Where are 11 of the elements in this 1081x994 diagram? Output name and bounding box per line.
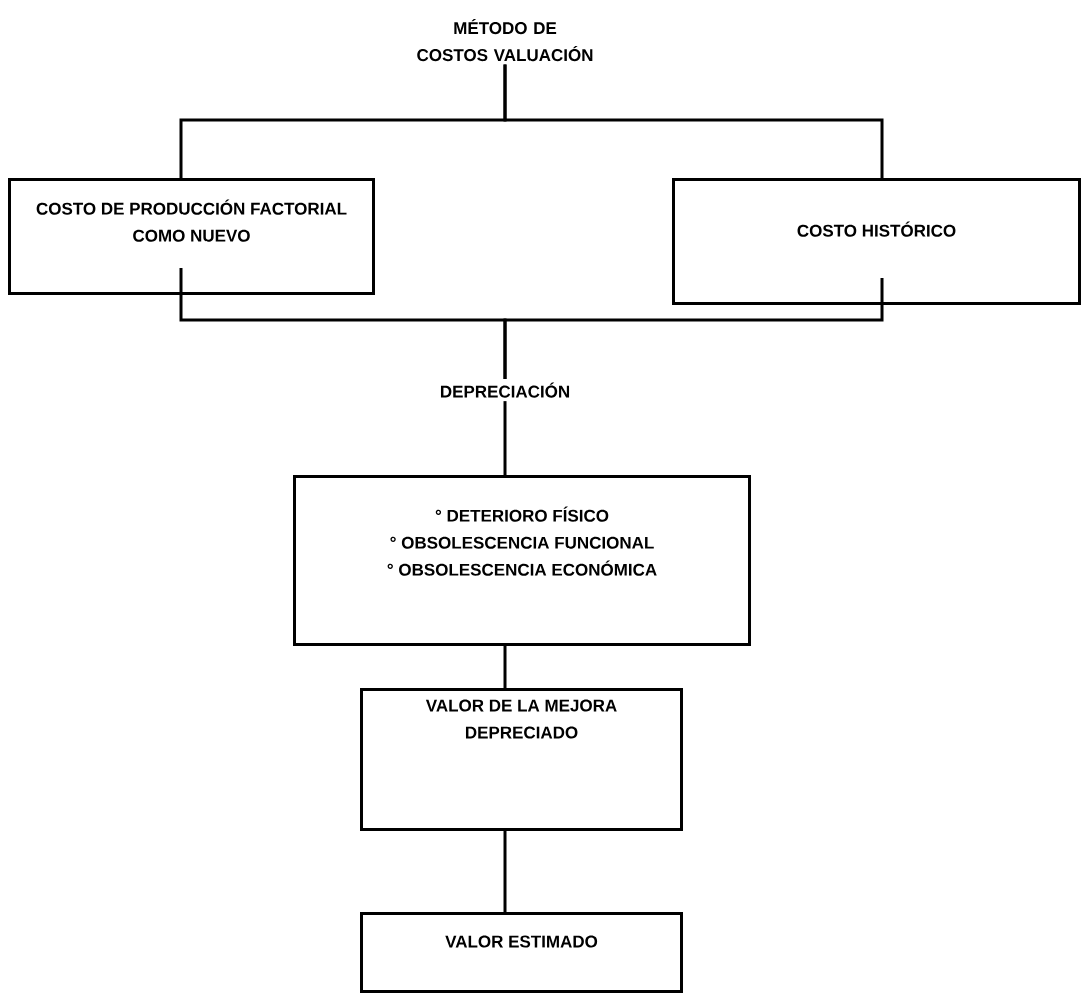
process-box: VALOR DE LA MEJORA DEPRECIADO <box>360 688 683 831</box>
process-box: COSTO HISTÓRICO <box>672 178 1081 305</box>
heading-text: MÉTODO DE COSTOS VALUACIÓN <box>417 18 593 62</box>
connector-line <box>503 64 884 178</box>
process-box: ° DETERIORO FÍSICO ° OBSOLESCENCIA FUNCIONAL ° OBSOLESCENCIA ECONÓMICA <box>293 475 751 646</box>
connector-line <box>503 401 507 475</box>
connector-line <box>503 831 507 912</box>
process-box: VALOR ESTIMADO <box>360 912 683 993</box>
connector-line <box>503 646 507 688</box>
heading-text: DEPRECIACIÓN <box>441 382 570 398</box>
process-box: COSTO DE PRODUCCIÓN FACTORIAL COMO NUEVO <box>8 178 375 295</box>
